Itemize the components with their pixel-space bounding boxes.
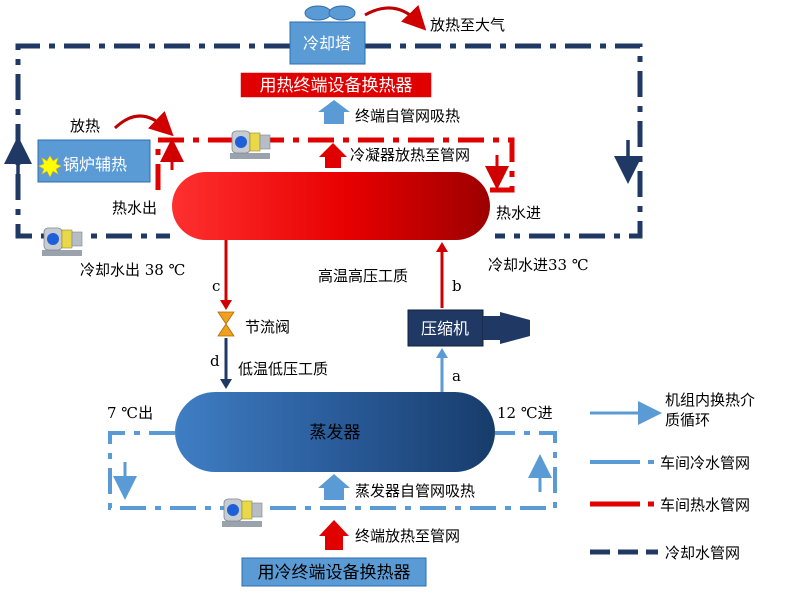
cooling-water-out-label: 冷却水出 38 ℃ (80, 261, 185, 279)
line-c-arrowhead (220, 300, 232, 310)
hot-water-loop (155, 137, 515, 193)
point-d: d (210, 352, 220, 370)
cold-terminal-box (241, 557, 427, 587)
cooling-loop-arrows (4, 136, 642, 185)
legend-cooling-water: 冷却水管网 (665, 544, 740, 562)
terminal-absorb-label: 终端自管网吸热 (355, 107, 460, 125)
compressor-icon (407, 309, 530, 347)
low-temp-fluid-label: 低温低压工质 (238, 360, 328, 378)
out-7c-label: 7 ℃出 (107, 404, 153, 422)
legend: 机组内换热介 质循环 车间冷水管网 车间热水管网 冷却水管网 (590, 391, 755, 562)
in-12c-label: 12 ℃进 (497, 404, 553, 422)
evaporator-absorb-arrow (318, 474, 350, 500)
throttle-valve-label: 节流阀 (245, 318, 290, 336)
legend-unit-cycle-line2: 质循环 (665, 411, 710, 429)
line-b-arrowhead (436, 242, 448, 252)
terminal-release-label: 终端放热至管网 (355, 527, 460, 545)
line-a-arrowhead (436, 348, 448, 358)
atmosphere-arrow (364, 5, 427, 31)
terminal-release-arrow (319, 520, 349, 550)
pump-icon (222, 498, 263, 527)
cooling-tower-box (289, 21, 366, 65)
cooling-water-in-label: 冷却水进33 ℃ (488, 256, 589, 274)
condenser-vessel (172, 172, 490, 240)
cooling-tower-label: 冷却塔 (303, 34, 351, 53)
hot-water-out-label: 热水出 (112, 199, 157, 217)
flame-icon (38, 155, 62, 178)
evaporator-absorb-label: 蒸发器自管网吸热 (355, 482, 475, 500)
high-temp-fluid-label: 高温高压工质 (318, 267, 408, 285)
hot-terminal-box (239, 71, 433, 99)
chilled-water-loop (108, 431, 557, 510)
boiler-heat-arrow (113, 111, 174, 137)
release-heat-label: 放热 (70, 117, 100, 135)
hot-loop-arrows (160, 138, 509, 190)
terminal-absorb-arrow (318, 100, 350, 124)
pump-icon (42, 227, 83, 256)
compressor-label: 压缩机 (421, 319, 469, 338)
boiler-label: 锅炉辅热 (63, 155, 127, 174)
condenser-release-label: 冷凝器放热至管网 (350, 146, 470, 164)
throttle-valve-icon (217, 311, 235, 337)
pump-icon (230, 130, 271, 159)
cold-terminal-label: 用冷终端设备换热器 (258, 563, 411, 583)
point-c: c (212, 277, 220, 295)
condenser-release-arrow (319, 143, 347, 168)
cooling-tower-fans (304, 5, 356, 21)
legend-chilled-water: 车间冷水管网 (660, 454, 750, 472)
line-d-arrowhead (220, 379, 232, 389)
hot-water-in-label: 热水进 (496, 204, 541, 222)
point-a: a (452, 367, 461, 385)
evaporator-label: 蒸发器 (310, 423, 361, 443)
heat-to-atmosphere-label: 放热至大气 (430, 16, 505, 34)
point-b: b (452, 277, 462, 295)
evaporator-vessel (175, 392, 495, 472)
hot-terminal-label: 用热终端设备换热器 (260, 76, 413, 96)
legend-hot-water: 车间热水管网 (660, 496, 750, 514)
chilled-loop-arrows (113, 454, 552, 500)
legend-unit-cycle-line1: 机组内换热介 (665, 391, 755, 409)
